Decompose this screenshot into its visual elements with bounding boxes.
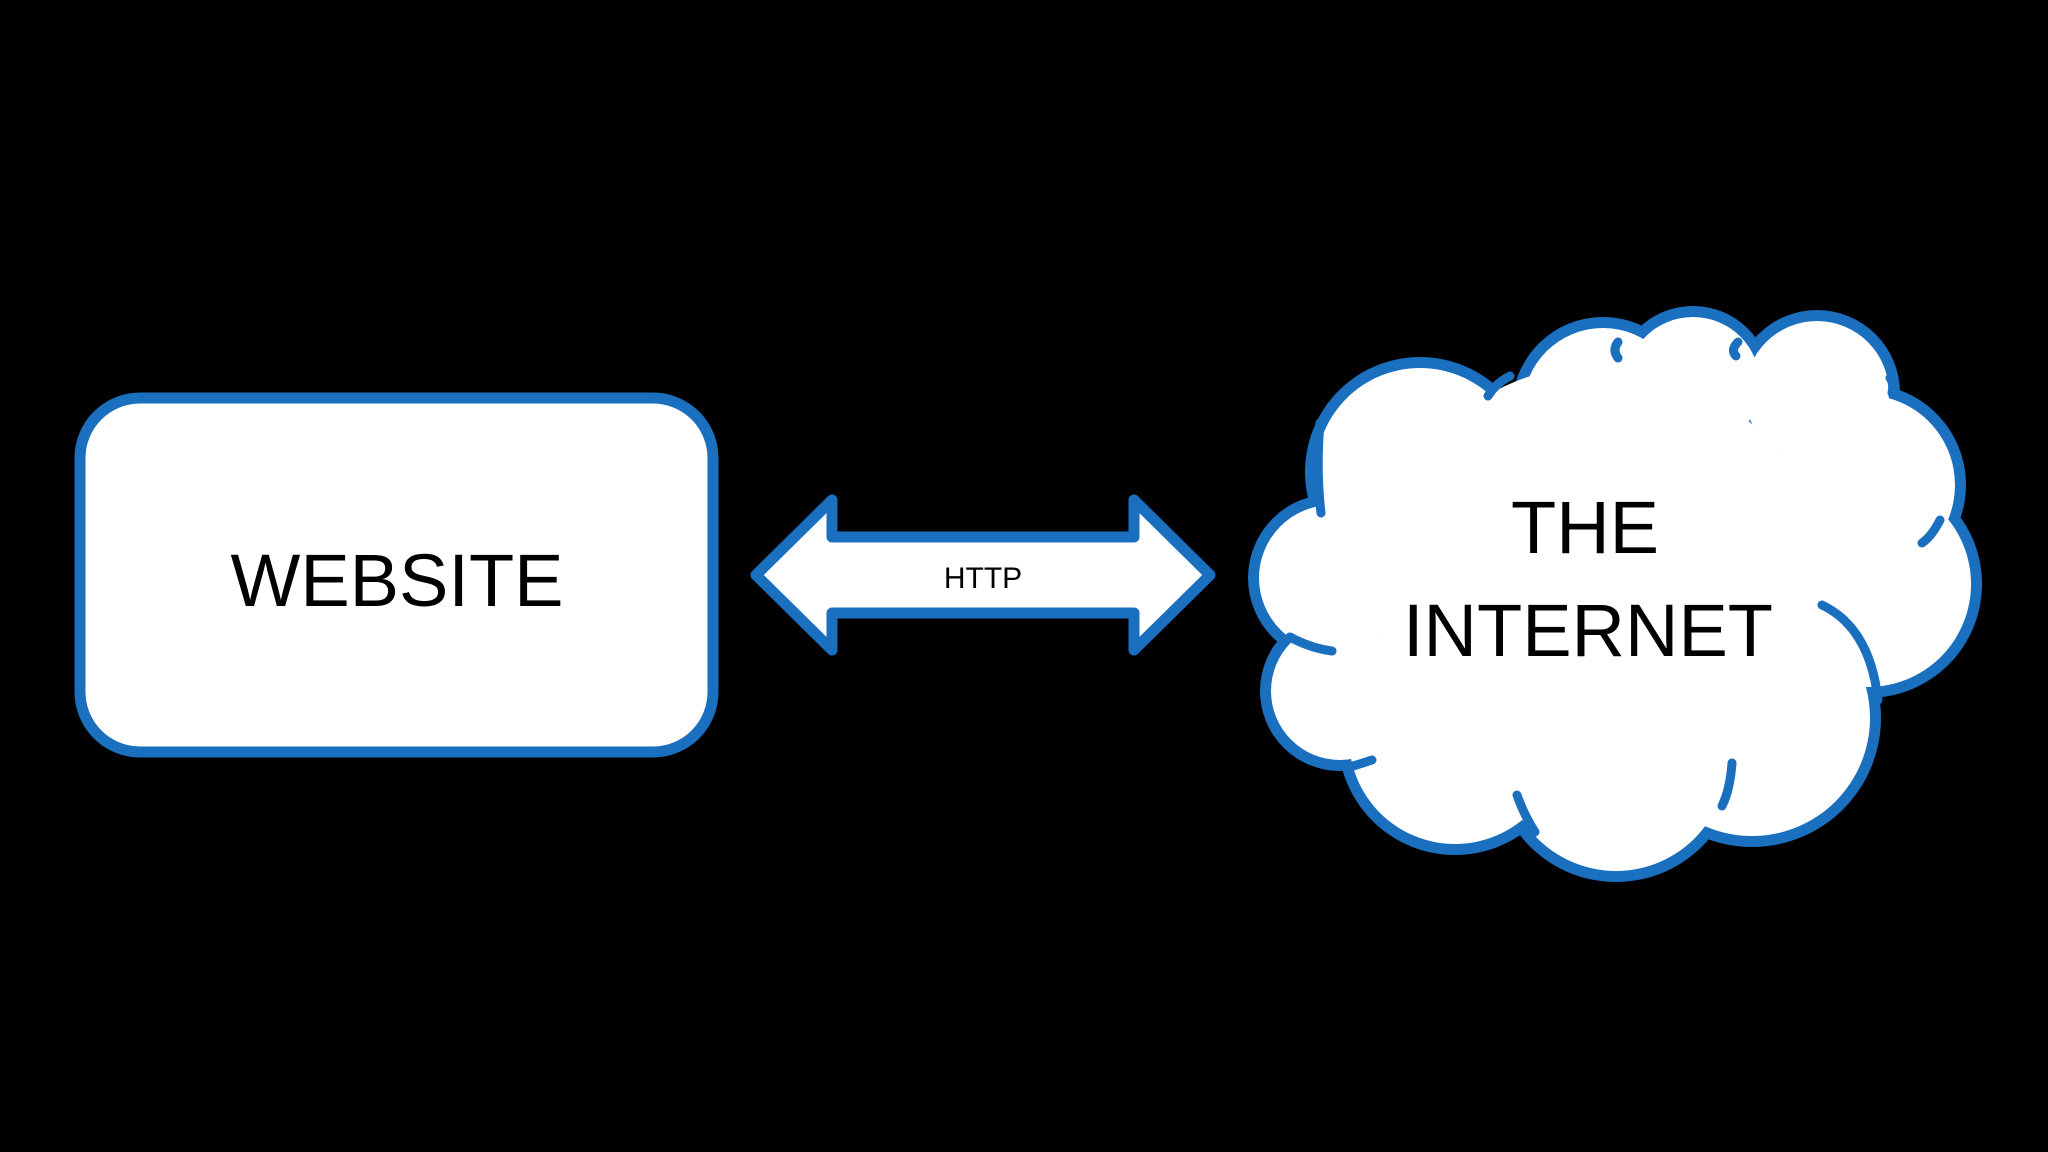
http-arrow: HTTP [750, 494, 1216, 656]
http-label: HTTP [944, 562, 1022, 595]
arrow-shape [750, 494, 1216, 656]
internet-node: THE INTERNET [1248, 306, 1982, 882]
website-label: WEBSITE [230, 539, 563, 622]
internet-label-line1: THE [1511, 486, 1659, 569]
internet-label-line2: INTERNET [1403, 589, 1773, 672]
website-node: WEBSITE [74, 392, 719, 758]
website-box [74, 392, 719, 758]
cloud-shape [1248, 306, 1982, 882]
